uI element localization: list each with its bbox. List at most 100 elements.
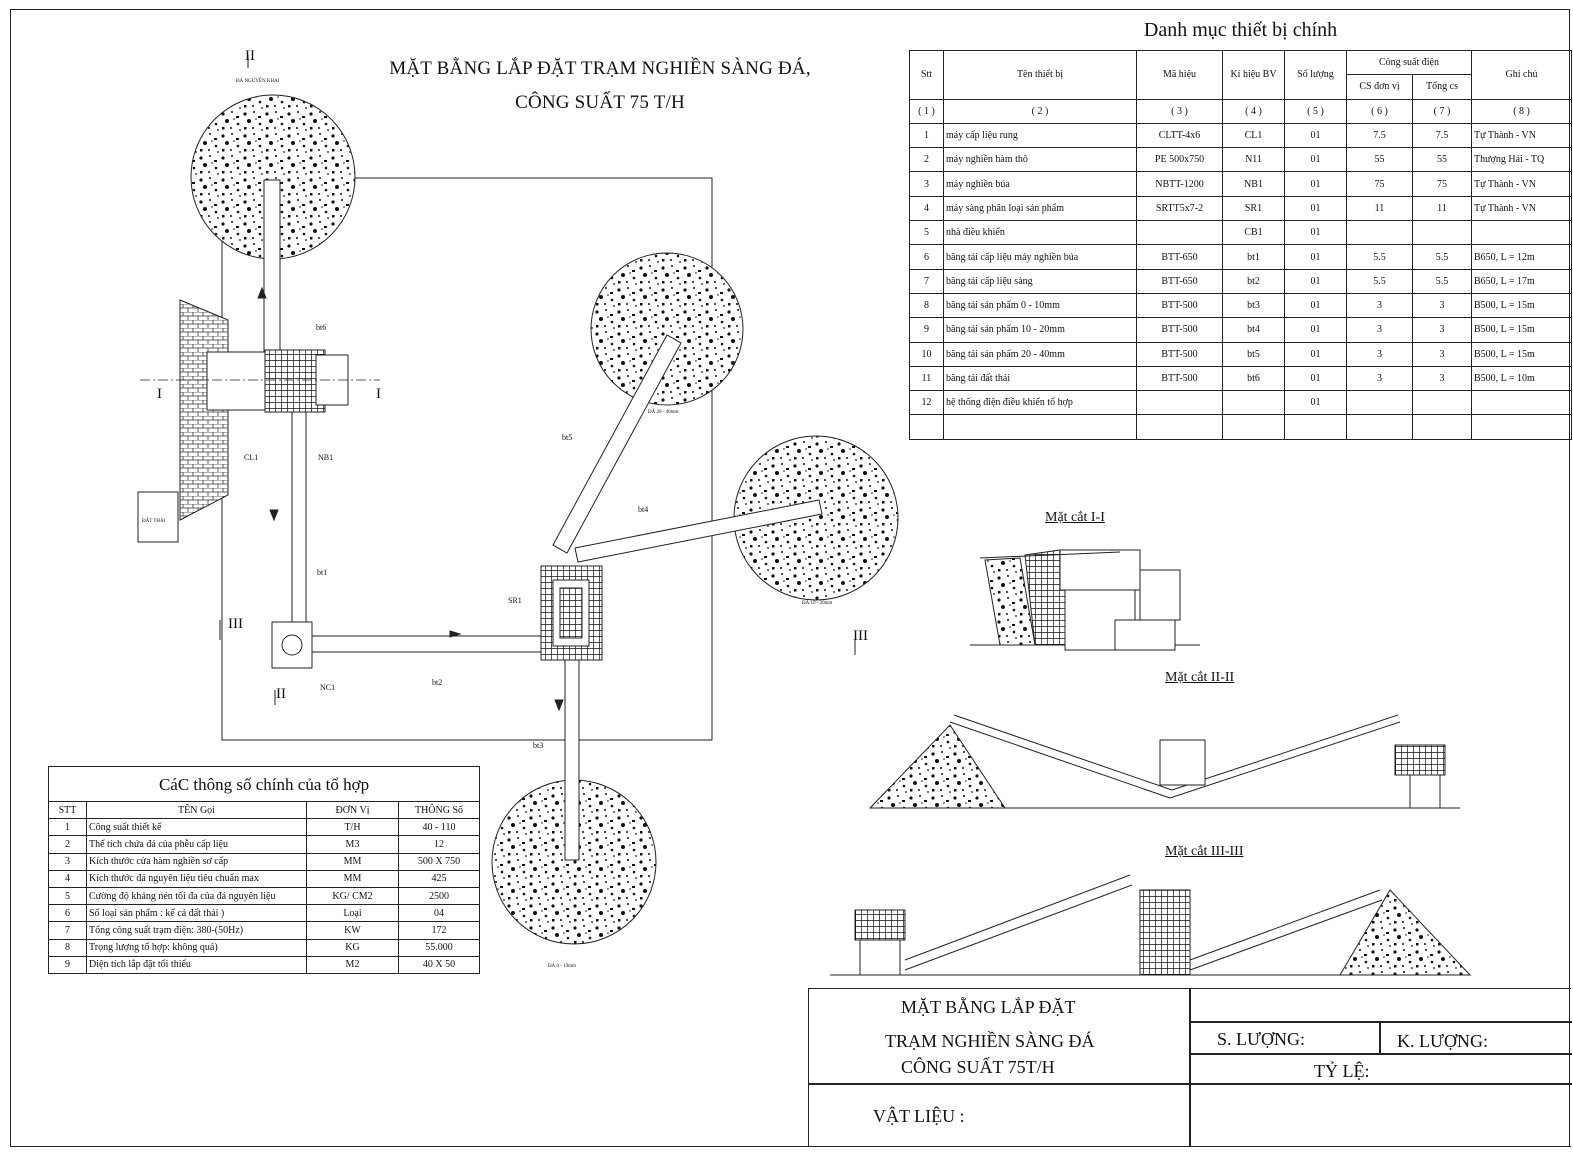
title-block: MẶT BẰNG LẮP ĐẶT TRẠM NGHIỀN SÀNG ĐÁ CÔN… — [808, 988, 1572, 1147]
label-waste: ĐẤT THẢI — [142, 518, 166, 524]
section-mark-iii-left: III — [228, 616, 243, 632]
cell-note: B650, L = 17m — [1470, 268, 1573, 294]
parameters-table-title: CáC thông số chính của tổ hợp — [47, 766, 481, 802]
parameters-table: CáC thông số chính của tổ hợp STT TÊN Gọ… — [47, 766, 481, 974]
conveyor-bt6 — [263, 179, 281, 371]
cell-total: 75 — [1412, 171, 1472, 197]
cell-symbol: N11 — [1222, 147, 1285, 173]
material-label: VẬT LIỆU : — [873, 1106, 965, 1126]
section-i-drawing — [970, 549, 1200, 651]
cell-model: BTT-650 — [1136, 244, 1223, 270]
cell-stt: 2 — [909, 147, 944, 173]
cell-name: máy nghiền hàm thô — [943, 147, 1137, 173]
section-mark-ii-bottom: II — [276, 686, 286, 702]
param-cell-stt: 5 — [48, 886, 87, 906]
cell-model — [1136, 390, 1223, 416]
cell-unit: 5.5 — [1346, 268, 1413, 294]
param-cell-stt: 2 — [48, 835, 87, 854]
cell-stt: 3 — [909, 171, 944, 197]
tag-sr1: SR1 — [508, 596, 522, 605]
title-block-line3: CÔNG SUẤT 75T/H — [901, 1057, 1055, 1077]
control-house — [137, 491, 179, 543]
cell-stt: 11 — [909, 365, 944, 392]
param-cell-name: Kích thước đá nguyên liệu tiêu chuẩn max — [86, 869, 307, 888]
weight-label: K. LƯỢNG: — [1397, 1031, 1488, 1051]
cell-name: băng tải cấp liệu máy nghiền búa — [943, 244, 1137, 270]
qty-label: S. LƯỢNG: — [1217, 1029, 1305, 1049]
cell-total: 5.5 — [1412, 244, 1472, 270]
section-mark-i-right: I — [376, 386, 381, 402]
col-note: Ghi chú — [1470, 50, 1573, 100]
cell-stt: 12 — [909, 390, 944, 416]
label-10-20: ĐÁ 10 - 20mm — [802, 600, 833, 606]
param-cell-name: Công suất thiết kế — [86, 818, 307, 837]
tag-cl1: CL1 — [244, 453, 258, 462]
cell-note: Tự Thành - VN — [1470, 122, 1573, 149]
col-power-group: Công suất điện — [1346, 49, 1472, 76]
drawing-frame — [10, 9, 1570, 1147]
cell-name: máy sàng phân loại sản phẩm — [943, 195, 1137, 222]
cell-symbol: bt5 — [1222, 341, 1285, 367]
param-cell-value: 12 — [397, 835, 481, 854]
param-col-stt: STT — [48, 800, 87, 820]
col-model: Mã hiệu — [1136, 50, 1223, 100]
param-cell-stt: 6 — [48, 904, 87, 923]
section-iii-drawing — [830, 874, 1472, 976]
param-col-name: TÊN Gọi — [86, 800, 307, 820]
cell-total: 55 — [1412, 147, 1472, 173]
cell-model: BTT-500 — [1136, 341, 1223, 367]
param-cell-value: 04 — [397, 904, 481, 923]
param-cell-unit: MM — [306, 869, 399, 888]
cell-model: SRTT5x7-2 — [1136, 195, 1223, 222]
index-cell: ( 1 ) — [909, 98, 944, 124]
cell-unit: 5.5 — [1346, 244, 1413, 270]
cell-qty: 01 — [1284, 122, 1347, 149]
tag-bt6: bt6 — [316, 323, 326, 332]
cell-model: NBTT-1200 — [1136, 171, 1223, 197]
equipment-table-title: Danh mục thiết bị chính — [909, 10, 1572, 51]
cell-total: 3 — [1412, 365, 1472, 392]
cell-total: 5.5 — [1412, 268, 1472, 294]
cell-unit: 75 — [1346, 171, 1413, 197]
cell-stt: 10 — [909, 341, 944, 367]
cell-qty: 01 — [1284, 220, 1347, 246]
jaw-crusher — [264, 349, 326, 413]
stockpile-20-40 — [590, 252, 744, 406]
tag-bt5: bt5 — [562, 433, 572, 442]
param-cell-unit: KW — [306, 921, 399, 940]
cell-unit: 3 — [1346, 292, 1413, 319]
param-cell-value: 2500 — [397, 886, 481, 906]
index-cell: ( 8 ) — [1470, 98, 1573, 124]
param-cell-value: 40 X 50 — [397, 955, 481, 974]
cell-symbol — [1222, 390, 1285, 416]
cell-symbol: CL1 — [1222, 122, 1285, 149]
cell-total: 3 — [1412, 292, 1472, 319]
cell-model: BTT-650 — [1136, 268, 1223, 294]
cell-name: băng tải đất thải — [943, 365, 1137, 392]
cell-name: máy nghiền búa — [943, 171, 1137, 197]
cell-stt: 6 — [909, 244, 944, 270]
param-cell-stt: 4 — [48, 869, 87, 888]
param-cell-name: Số loại sản phẩm : kể cả đất thải ) — [86, 904, 307, 923]
param-cell-unit: M3 — [306, 835, 399, 854]
tag-bt2: bt2 — [432, 678, 442, 687]
tag-nb1: NB1 — [318, 453, 333, 462]
param-cell-name: Tổng công suất trạm điện: 380-(50Hz) — [86, 921, 307, 940]
cell-unit: 11 — [1346, 195, 1413, 222]
cell-model: BTT-500 — [1136, 292, 1223, 319]
cell-total: 7.5 — [1412, 122, 1472, 149]
cell-unit: 3 — [1346, 317, 1413, 343]
section-views — [830, 549, 1472, 976]
